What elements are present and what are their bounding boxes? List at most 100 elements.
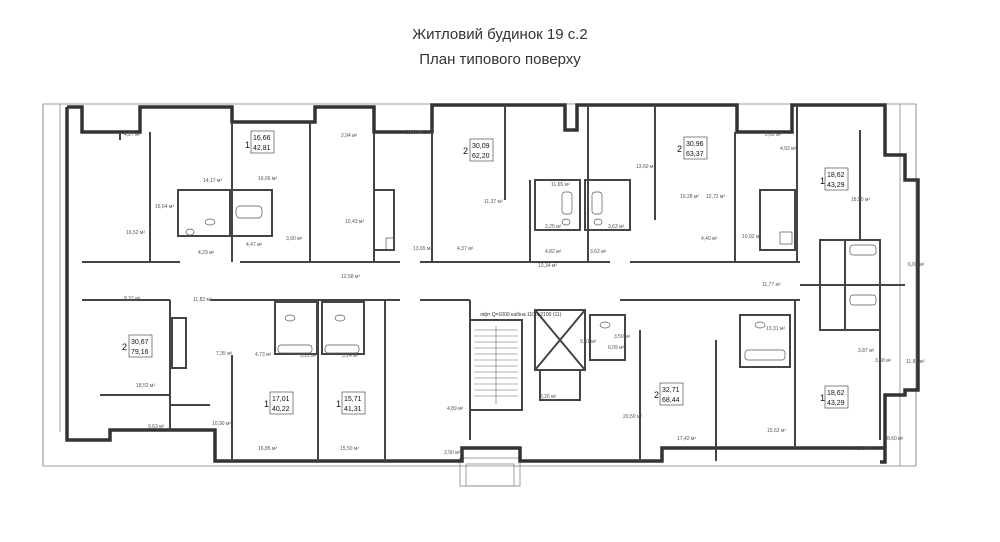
apartment-total-area: 40,22 bbox=[272, 406, 290, 413]
room-label: 16,66 м² bbox=[258, 176, 277, 182]
room-label: 3,69 м² bbox=[406, 130, 423, 136]
room-label: 2,62 м² bbox=[765, 132, 782, 138]
room-label: 6,08 м² bbox=[908, 262, 925, 268]
room-label: 8,60 м² bbox=[887, 436, 904, 442]
room-label: 13,31 м² bbox=[766, 326, 785, 332]
apartment-rooms: 1 bbox=[336, 399, 341, 409]
room-label: 6,09 м² bbox=[608, 345, 625, 351]
room-label: 12,58 м² bbox=[341, 274, 360, 280]
room-label: 3,26 м² bbox=[540, 394, 557, 400]
room-label: 2,90 м² bbox=[444, 450, 461, 456]
room-label: 10,43 м² bbox=[345, 219, 364, 225]
room-labels: 4,27 м² 14,17 м² 16,66 м² 2,94 м² 3,69 м… bbox=[124, 130, 925, 456]
apartment-living-area: 32,71 bbox=[662, 387, 680, 394]
apartment-living-area: 18,62 bbox=[827, 390, 845, 397]
room-label: 12,72 м² bbox=[706, 194, 725, 200]
room-label: 4,47 м² bbox=[246, 242, 263, 248]
interior-walls bbox=[82, 105, 905, 461]
room-label: 9,41 м² bbox=[580, 339, 597, 345]
room-label: 16,64 м² bbox=[155, 204, 174, 210]
apartment-total-area: 43,29 bbox=[827, 400, 845, 407]
room-label: 11,77 м² bbox=[762, 282, 781, 288]
apartment-1: 1 16,66 42,81 bbox=[245, 130, 275, 154]
room-label: 3,62 м² bbox=[590, 249, 607, 255]
room-label: 16,85 м² bbox=[258, 446, 277, 452]
room-label: 2,94 м² bbox=[341, 133, 358, 139]
room-label: 15,50 м² bbox=[340, 446, 359, 452]
room-label: 11,82 м² bbox=[193, 297, 212, 303]
room-label: 18,52 м² bbox=[136, 383, 155, 389]
exterior-walls bbox=[65, 103, 920, 464]
room-label: 20,50 м² bbox=[623, 414, 642, 420]
lift-note: ліфт Q=1000 кабіна 1100х2100 (11) bbox=[480, 312, 562, 318]
apartment-living-area: 17,01 bbox=[272, 396, 290, 403]
room-label: 3,59 м² bbox=[614, 334, 631, 340]
apartment-rooms: 2 bbox=[463, 146, 468, 156]
fixtures bbox=[185, 191, 877, 361]
room-label: 8,37 м² bbox=[124, 296, 141, 302]
apartment-rooms: 1 bbox=[820, 393, 825, 403]
plan-subtitle: План типового поверху bbox=[419, 51, 581, 68]
room-label: 11,65 м² bbox=[551, 182, 570, 188]
room-label: 4,89 м² bbox=[447, 406, 464, 412]
apartment-total-area: 63,37 bbox=[686, 151, 704, 158]
room-label: 13,65 м² bbox=[413, 246, 432, 252]
apartment-5: 2 30,67 79,16 bbox=[122, 334, 153, 358]
apartment-total-area: 41,31 bbox=[344, 406, 362, 413]
apartment-living-area: 15,71 bbox=[344, 396, 362, 403]
room-label: 10,92 м² bbox=[742, 234, 761, 240]
room-label: 13,60 м² bbox=[636, 164, 655, 170]
apartment-total-area: 43,29 bbox=[827, 182, 845, 189]
room-label: 10,28 м² bbox=[680, 194, 699, 200]
apartment-7: 1 15,71 41,31 bbox=[336, 391, 366, 415]
room-label: 4,73 м² bbox=[255, 352, 272, 358]
apartment-rooms: 1 bbox=[245, 140, 250, 150]
room-label: 3,87 м² bbox=[858, 348, 875, 354]
room-label: 11,87 м² bbox=[906, 359, 925, 365]
apartment-6: 1 17,01 40,22 bbox=[264, 391, 294, 415]
apartment-labels: 1 16,66 42,81 2 30,09 62,20 2 30,96 63,3… bbox=[122, 130, 849, 415]
apartment-rooms: 2 bbox=[122, 342, 127, 352]
room-label: 4,37 м² bbox=[457, 246, 474, 252]
room-label: 17,42 м² bbox=[677, 436, 696, 442]
room-label: 18,50 м² bbox=[851, 197, 870, 203]
room-label: 3,25 м² bbox=[545, 224, 562, 230]
room-label: 15,63 м² bbox=[767, 428, 786, 434]
apartment-total-area: 42,81 bbox=[253, 145, 271, 152]
room-label: 3,14 м² bbox=[342, 353, 359, 359]
apartment-2: 2 30,09 62,20 bbox=[463, 138, 494, 162]
room-label: 9,63 м² bbox=[148, 424, 165, 430]
apartment-rooms: 2 bbox=[677, 144, 682, 154]
room-label: 3,90 м² bbox=[286, 236, 303, 242]
room-label: 4,27 м² bbox=[124, 132, 141, 138]
apartment-living-area: 30,96 bbox=[686, 141, 704, 148]
apartment-total-area: 68,44 bbox=[662, 397, 680, 404]
room-label: 4,82 м² bbox=[545, 249, 562, 255]
room-label: 14,17 м² bbox=[203, 178, 222, 184]
room-label: 3,12 м² bbox=[300, 353, 317, 359]
room-label: 3,63 м² bbox=[608, 224, 625, 230]
apartment-4: 1 18,62 43,29 bbox=[820, 167, 849, 191]
apartment-9: 1 18,62 43,29 bbox=[820, 385, 849, 409]
apartment-living-area: 18,62 bbox=[827, 172, 845, 179]
room-label: 13,34 м² bbox=[538, 263, 557, 269]
apartment-rooms: 2 bbox=[654, 390, 659, 400]
room-label: 4,40 м² bbox=[701, 236, 718, 242]
apartment-living-area: 16,66 bbox=[253, 135, 271, 142]
room-label: 16,52 м² bbox=[126, 230, 145, 236]
room-label: 10,90 м² bbox=[212, 421, 231, 427]
apartment-8: 2 32,71 68,44 bbox=[654, 382, 684, 406]
room-label: 4,92 м² bbox=[780, 146, 797, 152]
apartment-living-area: 30,67 bbox=[131, 339, 149, 346]
room-label: 3,48 м² bbox=[875, 358, 892, 364]
room-label: 4,29 м² bbox=[198, 250, 215, 256]
stair-treads bbox=[474, 326, 518, 404]
apartment-total-area: 79,16 bbox=[131, 349, 149, 356]
apartment-living-area: 30,09 bbox=[472, 143, 490, 150]
apartment-total-area: 62,20 bbox=[472, 153, 490, 160]
room-label: 19,52 м² bbox=[852, 446, 871, 452]
room-label: 7,35 м² bbox=[216, 351, 233, 357]
apartment-rooms: 1 bbox=[264, 399, 269, 409]
apartment-rooms: 1 bbox=[820, 176, 825, 186]
